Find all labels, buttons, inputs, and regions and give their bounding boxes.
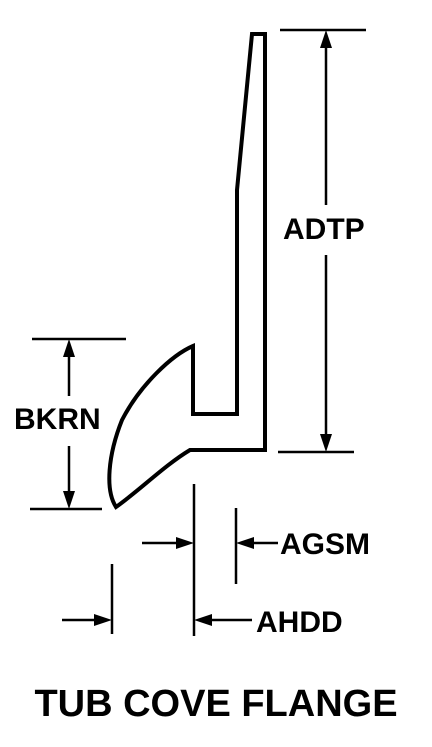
agsm-arrow-left [176, 537, 194, 549]
flange-profile [107, 32, 267, 510]
bkrn-arrow-down [63, 491, 75, 509]
adtp-arrow-up [320, 30, 332, 48]
adtp-arrow-down [320, 434, 332, 452]
ahdd-arrow-right [194, 614, 212, 626]
agsm-dimension: AGSM [142, 484, 370, 636]
ahdd-arrow-left [94, 614, 112, 626]
flange-outline [107, 32, 267, 510]
bkrn-label: BKRN [14, 403, 101, 436]
diagram-title: TUB COVE FLANGE [34, 683, 397, 725]
ahdd-dimension: AHDD [62, 564, 343, 639]
agsm-label: AGSM [280, 528, 370, 561]
adtp-label: ADTP [283, 213, 365, 246]
ahdd-label: AHDD [256, 606, 343, 639]
adtp-dimension: ADTP [278, 28, 366, 454]
agsm-arrow-right [236, 537, 254, 549]
bkrn-dimension: BKRN [14, 337, 126, 511]
bkrn-arrow-up [63, 339, 75, 357]
